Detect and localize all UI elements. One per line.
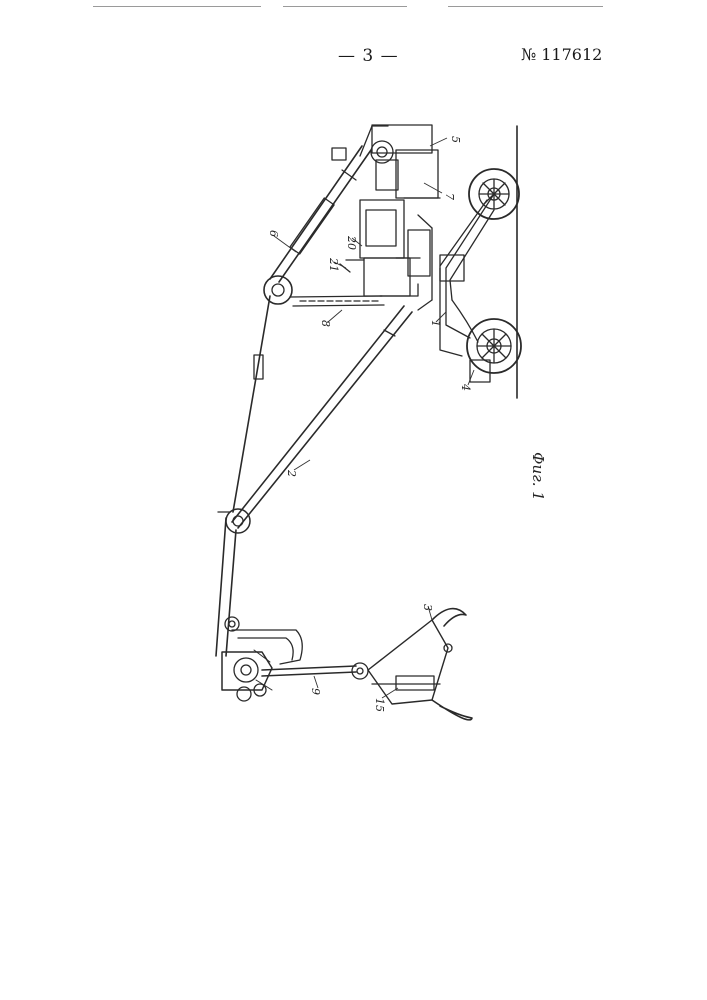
- main-boom-2: [226, 306, 412, 533]
- ref-label-9: 9: [309, 688, 322, 695]
- ref-label-1: 1: [429, 320, 442, 327]
- ref-label-8: 8: [319, 320, 332, 327]
- ref-label-2: 2: [285, 469, 298, 477]
- reference-labels: 5 7 6 20 21 8 1 2 4 9 15 3: [267, 136, 472, 712]
- leader-lines: [274, 138, 474, 698]
- mast-pulley: [264, 276, 292, 304]
- ref-label-7: 7: [443, 193, 456, 200]
- ref-label-6: 6: [267, 230, 280, 237]
- machine-body: [332, 125, 440, 296]
- ref-label-3: 3: [421, 604, 434, 611]
- front-wheel: [467, 319, 521, 382]
- figure-caption: Фиг. 1: [529, 452, 547, 501]
- ref-label-21: 15: [373, 698, 386, 712]
- ref-label-5: 5: [449, 136, 462, 143]
- ref-label-4: 4: [459, 383, 472, 391]
- ref-label-20: 21: [327, 257, 340, 272]
- ref-label-15: 20: [345, 235, 358, 250]
- lower-arm-9: [262, 663, 368, 679]
- strut-8: [290, 296, 384, 306]
- hydraulic-cylinder-6: [270, 146, 371, 282]
- lifting-cable: [233, 296, 270, 512]
- upper-arm: [216, 512, 302, 664]
